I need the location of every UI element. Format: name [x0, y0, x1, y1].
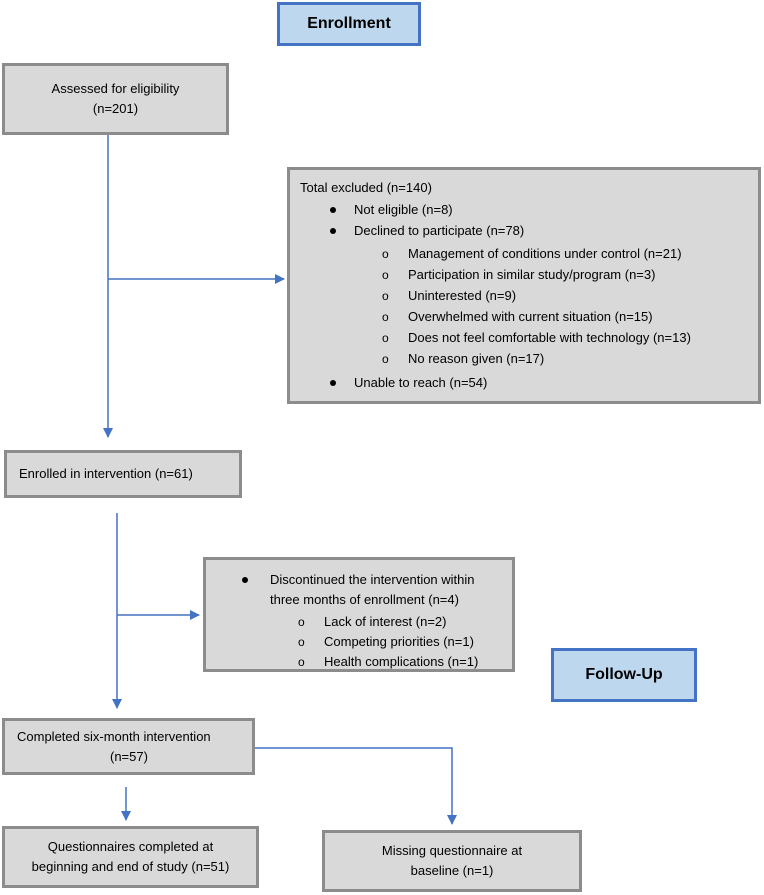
discontinued-box: Discontinued the intervention within thr… — [203, 557, 515, 672]
follow-up-label: Follow-Up — [551, 648, 697, 702]
missing-box: Missing questionnaire at baseline (n=1) — [322, 830, 582, 892]
excluded-subitem-text: Does not feel comfortable with technolog… — [408, 330, 691, 345]
bullet-dot-icon — [330, 207, 336, 213]
completed-box: Completed six-month intervention (n=57) — [2, 718, 255, 775]
enrollment-label-text: Enrollment — [307, 15, 391, 32]
bullet-circle-icon: o — [382, 247, 389, 261]
follow-up-label-text: Follow-Up — [585, 666, 663, 683]
missing-text-line2: baseline (n=1) — [410, 863, 494, 878]
assessed-box: Assessed for eligibility (n=201) — [2, 63, 229, 135]
excluded-subitem-overwhelmed: o Overwhelmed with current situation (n=… — [382, 307, 653, 327]
enrollment-label: Enrollment — [277, 2, 421, 46]
completed-count: (n=57) — [110, 748, 148, 764]
assessed-count: (n=201) — [92, 101, 139, 116]
discontinued-subitem-health: o Health complications (n=1) — [298, 652, 478, 672]
discontinued-subitem-text: Competing priorities (n=1) — [324, 634, 474, 649]
bullet-circle-icon: o — [298, 635, 305, 649]
excluded-item-text: Not eligible (n=8) — [354, 202, 453, 217]
bullet-circle-icon: o — [382, 289, 389, 303]
excluded-item-unable-to-reach: Unable to reach (n=54) — [330, 373, 487, 393]
excluded-item-text: Unable to reach (n=54) — [354, 375, 488, 390]
discontinued-item: Discontinued the intervention within thr… — [242, 570, 475, 610]
excluded-item-text: Declined to participate (n=78) — [354, 223, 525, 238]
bullet-dot-icon — [242, 577, 248, 583]
excluded-subitem-technology: o Does not feel comfortable with technol… — [382, 328, 691, 348]
discontinued-subitem-text: Health complications (n=1) — [324, 654, 479, 669]
discontinued-subitem-text: Lack of interest (n=2) — [324, 614, 447, 629]
bullet-circle-icon: o — [298, 655, 305, 669]
discontinued-subitem-lack-of-interest: o Lack of interest (n=2) — [298, 612, 446, 632]
excluded-box: Total excluded (n=140) Not eligible (n=8… — [287, 167, 761, 404]
excluded-subitem-management: o Management of conditions under control… — [382, 244, 682, 264]
excluded-title: Total excluded (n=140) — [300, 180, 432, 195]
questionnaires-box: Questionnaires completed at beginning an… — [2, 826, 259, 888]
discontinued-subitem-competing: o Competing priorities (n=1) — [298, 632, 474, 652]
completed-text: Completed six-month intervention — [17, 728, 211, 744]
excluded-subitem-text: Management of conditions under control (… — [408, 246, 682, 261]
excluded-subitem-text: Participation in similar study/program (… — [408, 267, 656, 282]
excluded-subitem-text: No reason given (n=17) — [408, 351, 545, 366]
excluded-subitem-no-reason: o No reason given (n=17) — [382, 349, 544, 369]
excluded-subitem-text: Uninterested (n=9) — [408, 288, 517, 303]
bullet-circle-icon: o — [382, 310, 389, 324]
excluded-subitem-text: Overwhelmed with current situation (n=15… — [408, 309, 653, 324]
excluded-subitem-uninterested: o Uninterested (n=9) — [382, 286, 516, 306]
enrolled-box: Enrolled in intervention (n=61) — [4, 450, 242, 498]
discontinued-text-line2: three months of enrollment (n=4) — [270, 592, 459, 607]
bullet-dot-icon — [330, 380, 336, 386]
questionnaires-text-line2: beginning and end of study (n=51) — [31, 859, 230, 874]
questionnaires-text-line1: Questionnaires completed at — [47, 839, 214, 854]
arrow-completed-to-missing — [255, 747, 457, 825]
discontinued-text-line1: Discontinued the intervention within — [270, 572, 475, 587]
bullet-circle-icon: o — [298, 615, 305, 629]
bullet-circle-icon: o — [382, 331, 389, 345]
assessed-text: Assessed for eligibility — [51, 81, 180, 96]
excluded-subitem-similar-study: o Participation in similar study/program… — [382, 265, 655, 285]
bullet-dot-icon — [330, 228, 336, 234]
bullet-circle-icon: o — [382, 268, 389, 282]
missing-text-line1: Missing questionnaire at — [381, 843, 523, 858]
excluded-item-declined: Declined to participate (n=78) — [330, 221, 524, 241]
enrolled-text: Enrolled in intervention (n=61) — [19, 466, 193, 481]
bullet-circle-icon: o — [382, 352, 389, 366]
excluded-item-not-eligible: Not eligible (n=8) — [330, 200, 453, 220]
